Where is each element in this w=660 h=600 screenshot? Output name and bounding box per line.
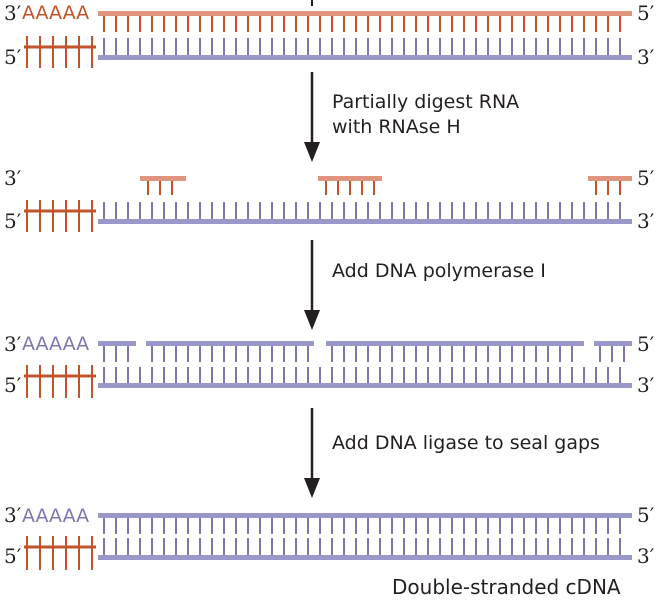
step3-arrow-head	[304, 478, 320, 498]
dna-strand	[98, 383, 632, 388]
stage2-top-left-label: 3′	[4, 166, 22, 190]
stage4-bottom-left-label: 5′	[4, 544, 22, 568]
poly-t-bar	[24, 209, 96, 213]
dna-strand	[98, 219, 632, 224]
step1-label-line2: with RNAse H	[332, 116, 461, 138]
stage1-bottom-left-label: 5′	[4, 45, 22, 69]
stage3-top-left-label: 3′	[4, 332, 22, 356]
rna-strand	[98, 11, 632, 16]
dna-strand	[98, 555, 632, 560]
stage4-top-left-label: 3′	[4, 503, 22, 527]
stage4-top-right-label: 5′	[637, 503, 655, 527]
stage1-poly-a-tail: AAAAA	[22, 2, 89, 24]
poly-t-bar	[24, 374, 96, 378]
stage3-filled	[24, 341, 632, 398]
stage2-bottom-left-label: 5′	[4, 209, 22, 233]
stage3-bottom-right-label: 3′	[637, 373, 655, 397]
step3-label: Add DNA ligase to seal gaps	[332, 432, 600, 454]
stage4-ligated	[24, 513, 632, 570]
caption: Double-stranded cDNA	[392, 575, 621, 599]
stage3-bottom-left-label: 5′	[4, 373, 22, 397]
stage1-top-right-label: 5′	[637, 1, 655, 25]
stage4-poly-a-tail: AAAAA	[22, 505, 89, 527]
stage2-digested	[24, 176, 632, 232]
new-dna-segment	[98, 341, 136, 346]
new-dna-segment	[594, 341, 632, 346]
step2-arrow-head	[304, 310, 320, 330]
stage1-top-left-label: 3′	[4, 1, 22, 25]
stage2-bottom-right-label: 3′	[637, 209, 655, 233]
poly-t-bar	[24, 545, 96, 549]
stage1-hybrid	[24, 11, 632, 68]
step1-arrow-head	[304, 142, 320, 162]
strand-layer	[24, 11, 632, 570]
stage3-top-right-label: 5′	[637, 332, 655, 356]
ligated-strand	[98, 513, 632, 518]
rna-fragment	[318, 176, 382, 181]
rna-fragment	[588, 176, 632, 181]
new-dna-segment	[146, 341, 314, 346]
stage1-bottom-right-label: 3′	[637, 45, 655, 69]
step1-label: Partially digest RNA	[332, 91, 519, 113]
arrow-layer	[304, 0, 320, 498]
stage2-top-right-label: 5′	[637, 166, 655, 190]
poly-t-bar	[24, 45, 96, 49]
rna-fragment	[140, 176, 186, 181]
step2-label: Add DNA polymerase I	[332, 260, 546, 282]
new-dna-segment	[326, 341, 584, 346]
dna-strand	[98, 55, 632, 60]
stage3-poly-a-tail: AAAAA	[22, 333, 89, 355]
stage4-bottom-right-label: 3′	[637, 544, 655, 568]
